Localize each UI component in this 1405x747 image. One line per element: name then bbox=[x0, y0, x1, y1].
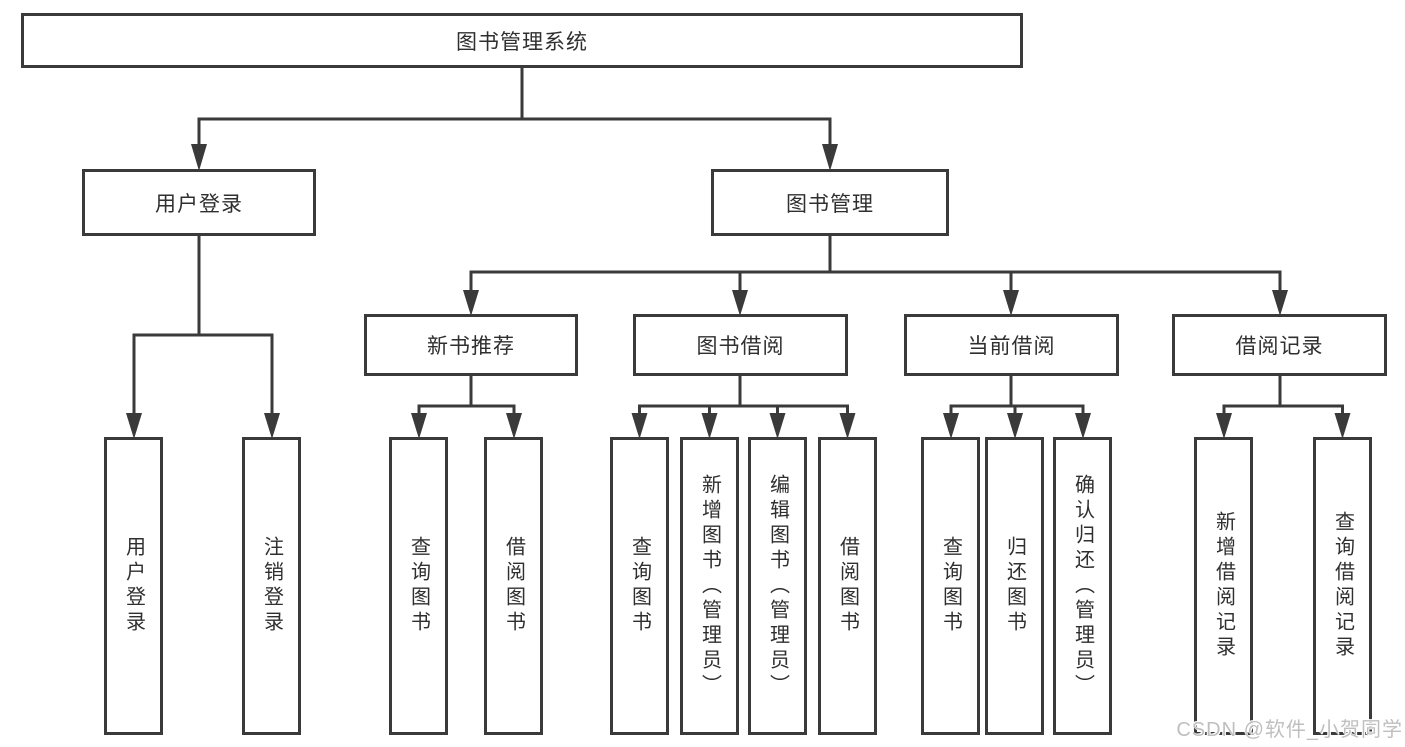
node-borrow-records: 借阅记录 bbox=[1172, 314, 1387, 376]
csdn-watermark: CSDN @软件_小贺同学 bbox=[1176, 719, 1403, 741]
leaf-query-books-newbooks: 查询图书 bbox=[389, 437, 448, 735]
node-label: 借阅图书 bbox=[502, 536, 525, 636]
leaf-query-borrow-record: 查询借阅记录 bbox=[1313, 437, 1372, 735]
node-root-system: 图书管理系统 bbox=[21, 13, 1023, 68]
node-label: 新增图书（管理员） bbox=[698, 473, 721, 699]
leaf-borrow-books-borrowing: 借阅图书 bbox=[818, 437, 877, 735]
node-label: 查询图书 bbox=[407, 536, 430, 636]
node-label: 注销登录 bbox=[260, 536, 283, 636]
node-new-book-recommend: 新书推荐 bbox=[364, 314, 578, 376]
node-user-login: 用户登录 bbox=[82, 169, 316, 236]
leaf-borrow-books-newbooks: 借阅图书 bbox=[484, 437, 543, 735]
leaf-user-login: 用户登录 bbox=[104, 437, 163, 735]
node-label: 确认归还（管理员） bbox=[1071, 473, 1094, 699]
node-label: 用户登录 bbox=[155, 192, 243, 216]
node-label: 新书推荐 bbox=[427, 335, 515, 358]
leaf-edit-books-admin: 编辑图书（管理员） bbox=[748, 437, 807, 735]
node-label: 归还图书 bbox=[1003, 536, 1026, 636]
node-label: 用户登录 bbox=[122, 536, 145, 636]
node-label: 查询图书 bbox=[628, 536, 651, 636]
node-label: 图书管理 bbox=[786, 192, 874, 216]
leaf-query-books-current: 查询图书 bbox=[921, 437, 980, 735]
node-current-borrowing: 当前借阅 bbox=[904, 314, 1119, 376]
node-book-borrowing: 图书借阅 bbox=[633, 314, 848, 376]
node-label: 查询图书 bbox=[939, 536, 962, 636]
node-label: 当前借阅 bbox=[967, 335, 1056, 358]
leaf-logout: 注销登录 bbox=[242, 437, 301, 735]
node-label: 图书管理系统 bbox=[456, 30, 588, 54]
node-label: 借阅图书 bbox=[836, 536, 859, 636]
node-label: 编辑图书（管理员） bbox=[766, 473, 789, 699]
leaf-add-borrow-record: 新增借阅记录 bbox=[1194, 437, 1253, 735]
node-label: 新增借阅记录 bbox=[1212, 511, 1235, 661]
node-label: 图书借阅 bbox=[696, 335, 785, 358]
leaf-return-books: 归还图书 bbox=[985, 437, 1044, 735]
node-label: 借阅记录 bbox=[1235, 335, 1324, 358]
node-book-management: 图书管理 bbox=[711, 169, 949, 236]
leaf-add-books-admin: 新增图书（管理员） bbox=[680, 437, 739, 735]
node-label: 查询借阅记录 bbox=[1331, 511, 1354, 661]
leaf-confirm-return-admin: 确认归还（管理员） bbox=[1053, 437, 1112, 735]
leaf-query-books-borrowing: 查询图书 bbox=[610, 437, 669, 735]
